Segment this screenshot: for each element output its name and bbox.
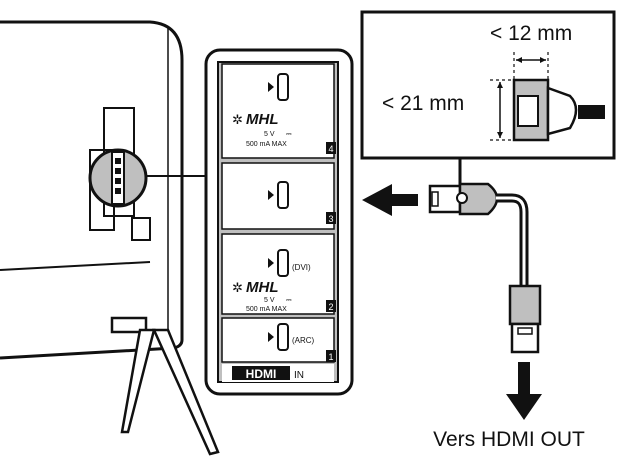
connector-dimensions-box: < 12 mm < 21 mm xyxy=(360,10,616,160)
port-4-voltage: 5 V xyxy=(264,131,275,138)
dc-symbol-icon: ⎓ xyxy=(286,131,292,138)
hdmi-logo-text: HDMI xyxy=(246,367,277,381)
mhl-star-icon: ✲ xyxy=(232,112,243,127)
port-number-1: 1 xyxy=(328,352,333,362)
hdmi-cable xyxy=(428,182,542,354)
hdmi-logo xyxy=(232,366,290,380)
tv-stand xyxy=(110,316,220,456)
down-arrow-icon xyxy=(506,362,542,420)
height-dimension-label: < 21 mm xyxy=(382,92,464,115)
insert-arrow-icon xyxy=(362,184,418,216)
port-1-arc-label: (ARC) xyxy=(292,336,315,345)
port-number-3: 3 xyxy=(328,214,333,224)
port-number-2: 2 xyxy=(328,302,333,312)
tv-rear-panel xyxy=(0,20,184,360)
hdmi-port-panel: ✲ MHL 5 V ⎓ 500 mA MAX (DVI) ✲ MHL 5 V ⎓… xyxy=(204,48,354,396)
hdmi-socket-icon xyxy=(277,73,289,351)
dc-symbol-icon: ⎓ xyxy=(286,297,292,304)
mhl-star-icon: ✲ xyxy=(232,280,243,295)
hdmi-in-label: IN xyxy=(294,370,304,381)
port-2-dvi-label: (DVI) xyxy=(292,263,311,272)
port-4-current: 500 mA MAX xyxy=(246,141,287,148)
port-4-mhl-label: MHL xyxy=(246,111,279,128)
hdmi-out-caption: Vers HDMI OUT xyxy=(433,428,585,451)
port-2-mhl-label: MHL xyxy=(246,279,279,296)
width-dimension-label: < 12 mm xyxy=(490,22,572,45)
port-number-4: 4 xyxy=(328,144,333,154)
port-2-voltage: 5 V xyxy=(264,297,275,304)
port-pointer-icon xyxy=(268,82,274,342)
port-2-current: 500 mA MAX xyxy=(246,306,287,313)
